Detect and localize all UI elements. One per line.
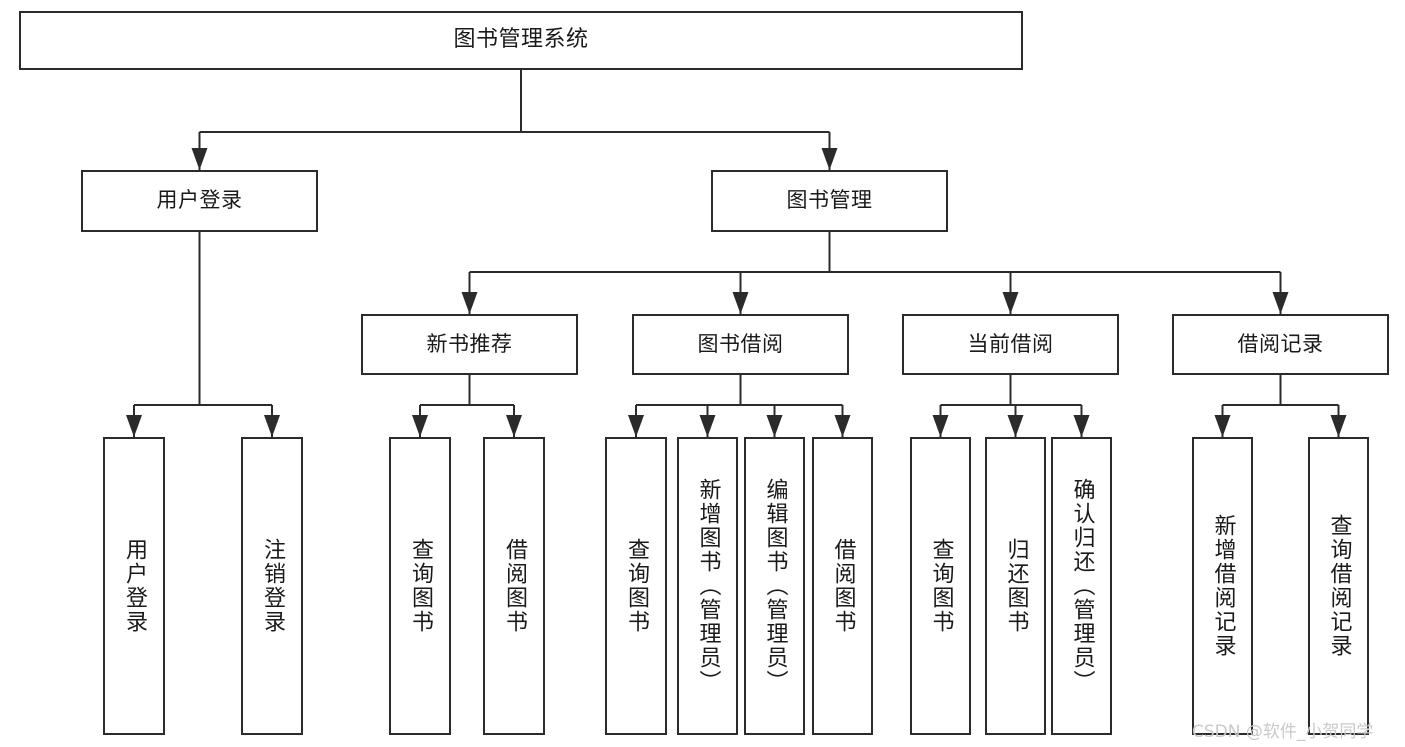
node-label: 图书借阅 (697, 331, 784, 356)
node-label: 归还图书 (1003, 538, 1029, 634)
node-label: 借阅记录 (1237, 331, 1324, 356)
node-label: 新书推荐 (426, 331, 513, 356)
node-label: 借阅图书 (502, 538, 527, 634)
edge-arrowhead (766, 415, 783, 437)
edge-arrowhead (628, 415, 644, 437)
node-root[interactable]: 图书管理系统 (19, 11, 1023, 70)
node-l-cu-return[interactable]: 归还图书 (985, 437, 1046, 735)
node-records[interactable]: 借阅记录 (1172, 314, 1389, 375)
edge-arrowhead (126, 415, 142, 437)
node-label: 查询图书 (624, 538, 649, 634)
edge-arrowhead (821, 148, 838, 170)
node-l-bo-query[interactable]: 查询图书 (605, 437, 667, 735)
node-label: 图书管理 (786, 188, 873, 213)
node-l-cu-query[interactable]: 查询图书 (910, 437, 971, 735)
node-l-bo-add[interactable]: 新增图书（管理员） (677, 437, 738, 735)
edge-arrowhead (1214, 415, 1231, 437)
node-newbook[interactable]: 新书推荐 (361, 314, 578, 375)
node-l-nb-borrow[interactable]: 借阅图书 (483, 437, 545, 735)
node-l-bo-lend[interactable]: 借阅图书 (812, 437, 873, 735)
csdn-watermark: CSDN @软件_小贺同学 (1192, 722, 1374, 742)
node-borrow[interactable]: 图书借阅 (632, 314, 849, 375)
edge-arrowhead (1007, 415, 1024, 437)
node-l-nb-query[interactable]: 查询图书 (389, 437, 451, 735)
node-label: 图书管理系统 (453, 27, 589, 53)
node-bookmgmt[interactable]: 图书管理 (711, 170, 948, 232)
node-label: 查询借阅记录 (1326, 514, 1352, 658)
edge-arrowhead (461, 292, 478, 314)
node-l-logout[interactable]: 注销登录 (241, 437, 303, 735)
node-label: 新增图书（管理员） (695, 478, 721, 694)
node-label: 当前借阅 (967, 331, 1054, 356)
edge-arrowhead (834, 415, 851, 437)
node-label: 查询图书 (928, 538, 954, 634)
edge-arrowhead (191, 148, 208, 170)
node-login[interactable]: 用户登录 (81, 170, 318, 232)
edge-arrowhead (506, 415, 522, 437)
edge-arrowhead (412, 415, 428, 437)
node-label: 借阅图书 (830, 538, 856, 634)
edge-arrowhead (1272, 292, 1289, 314)
node-label: 确认归还（管理员） (1069, 478, 1095, 694)
node-l-cu-conf[interactable]: 确认归还（管理员） (1051, 437, 1112, 735)
node-label: 用户登录 (122, 538, 147, 634)
edge-arrowhead (932, 415, 949, 437)
node-label: 查询图书 (408, 538, 433, 634)
edge-arrowhead (1002, 292, 1019, 314)
edge-arrowhead (699, 415, 716, 437)
node-label: 编辑图书（管理员） (762, 478, 788, 694)
node-l-login[interactable]: 用户登录 (103, 437, 165, 735)
node-l-re-query[interactable]: 查询借阅记录 (1308, 437, 1369, 735)
node-l-bo-edit[interactable]: 编辑图书（管理员） (744, 437, 805, 735)
edge-arrowhead (264, 415, 280, 437)
node-label: 用户登录 (156, 188, 243, 213)
edge-arrowhead (1073, 415, 1090, 437)
node-label: 新增借阅记录 (1210, 514, 1236, 658)
node-l-re-add[interactable]: 新增借阅记录 (1192, 437, 1253, 735)
edge-arrowhead (732, 292, 749, 314)
edge-arrowhead (1330, 415, 1347, 437)
node-label: 注销登录 (260, 538, 285, 634)
node-current[interactable]: 当前借阅 (902, 314, 1119, 375)
